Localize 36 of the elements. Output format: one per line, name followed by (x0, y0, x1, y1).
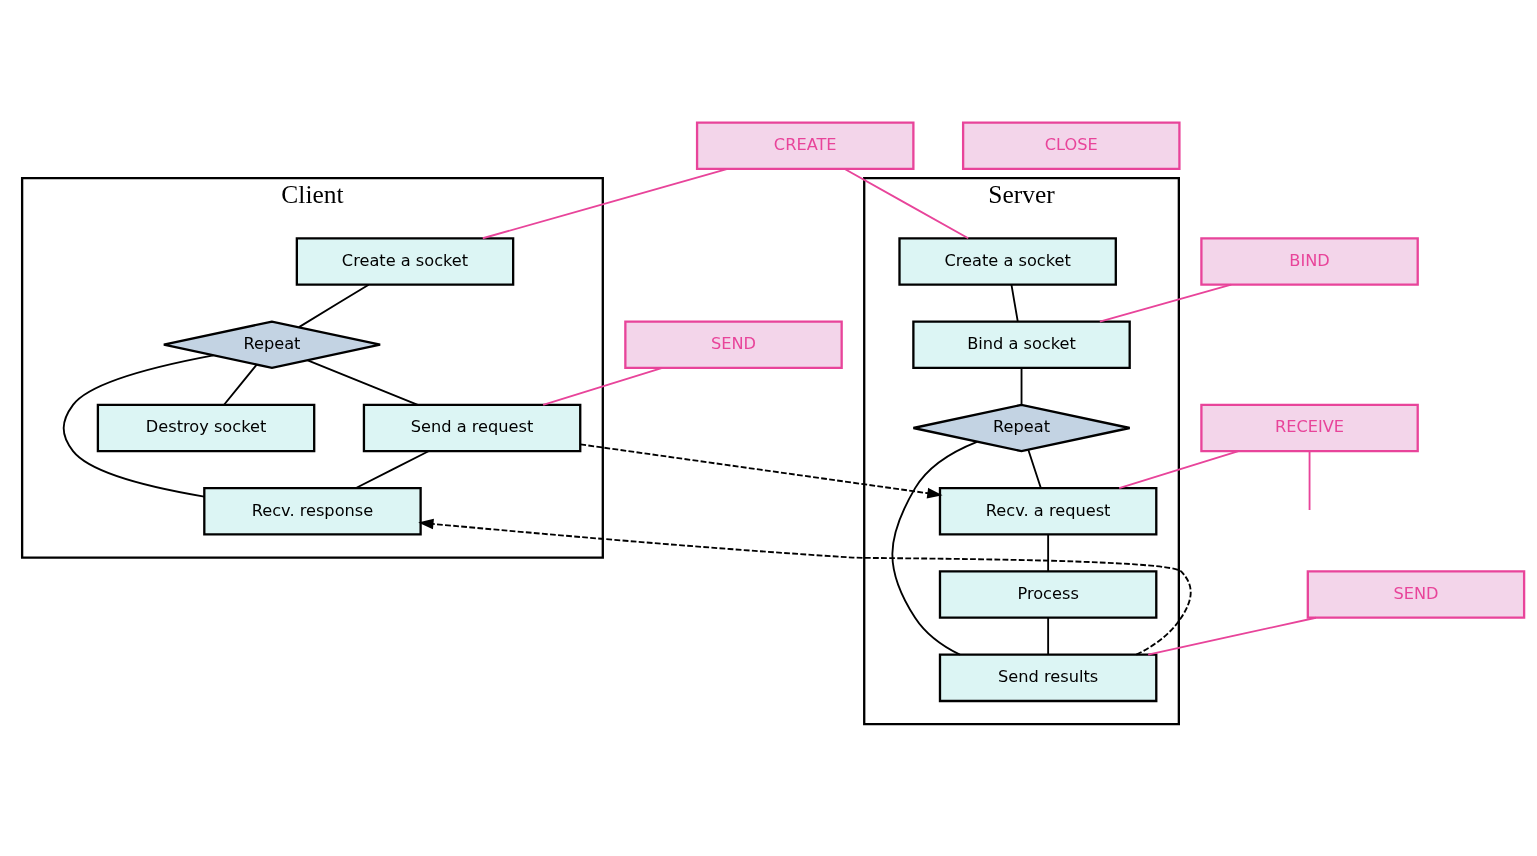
connector (223, 363, 258, 406)
node-box: Recv. a request (938, 487, 1158, 536)
node-box: Create a socket (295, 237, 515, 286)
node-box: Bind a socket (912, 320, 1131, 369)
arrow (579, 443, 943, 499)
node-box: RECEIVE (1200, 403, 1419, 453)
connector (1047, 533, 1050, 573)
node-box: Process (938, 570, 1158, 619)
connector (298, 283, 370, 329)
connector (1047, 616, 1050, 656)
node-box: CREATE (695, 121, 915, 171)
node-box: Send a request (362, 403, 582, 453)
connector (1010, 283, 1019, 323)
node-box: BIND (1200, 237, 1419, 286)
arrow (418, 518, 1192, 656)
connector (355, 450, 430, 489)
connector (891, 440, 978, 656)
connector (1147, 616, 1317, 656)
node-box: Send results (938, 653, 1158, 703)
connector (306, 359, 419, 406)
connector (1098, 283, 1233, 323)
node-diamond: Repeat (162, 320, 382, 370)
node-box: Create a socket (898, 237, 1117, 286)
connector (62, 354, 215, 498)
connector (1118, 450, 1240, 490)
node-box: Destroy socket (96, 403, 316, 453)
connector (1020, 367, 1023, 406)
node-box: CLOSE (961, 121, 1181, 171)
connector (1027, 449, 1042, 489)
node-box: SEND (1306, 570, 1526, 619)
connector (542, 366, 664, 406)
node-box: Recv. response (203, 487, 422, 536)
node-diamond: Repeat (912, 403, 1131, 453)
connector (481, 168, 729, 240)
connector (1308, 450, 1311, 511)
node-box: SEND (624, 320, 843, 369)
